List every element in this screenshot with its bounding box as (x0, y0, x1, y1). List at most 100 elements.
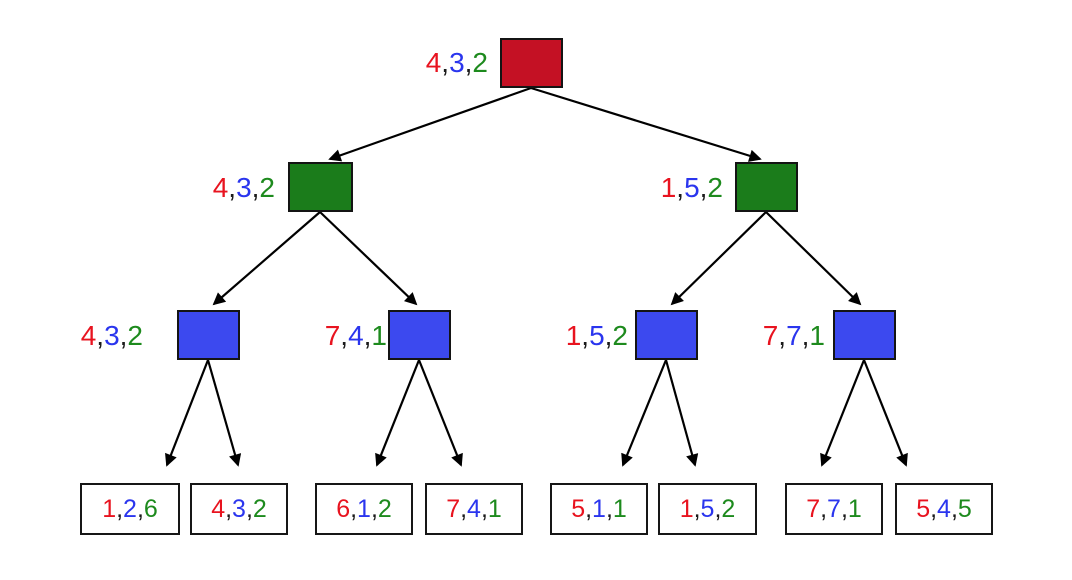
digit-green: 2 (472, 47, 488, 78)
leaf-node-8: 5,4,5 (895, 483, 993, 535)
digit-blue: 7 (786, 320, 802, 351)
leaf-node-2: 4,3,2 (190, 483, 288, 535)
comma: , (370, 494, 378, 523)
blue-node-2-label: 7,4,1 (325, 322, 387, 350)
leaf-node-6: 1,5,2 (658, 483, 757, 535)
digit-blue: 5 (700, 494, 715, 523)
comma: , (950, 494, 958, 523)
edge-root-to-right-green (530, 86, 762, 162)
comma: , (820, 494, 828, 523)
comma: , (363, 320, 372, 351)
digit-red: 1 (102, 494, 117, 523)
root-node-label: 4,3,2 (426, 49, 488, 77)
green-node-left-label: 4,3,2 (213, 174, 275, 202)
digit-green: 2 (721, 494, 736, 523)
comma: , (581, 320, 590, 351)
comma: , (605, 494, 613, 523)
leaf-node-1: 1,2,6 (80, 483, 180, 535)
digit-green: 2 (377, 494, 392, 523)
comma: , (699, 172, 708, 203)
leaf-node-3: 6,1,2 (315, 483, 413, 535)
edge-blue3-to-leaf6 (664, 359, 699, 467)
digit-green: 2 (707, 172, 723, 203)
digit-green: 5 (957, 494, 972, 523)
digit-blue: 3 (449, 47, 465, 78)
comma: , (693, 494, 701, 523)
edge-green2-to-blue4 (765, 211, 862, 306)
blue-node-1-label: 4,3,2 (81, 322, 143, 350)
digit-blue: 4 (467, 494, 481, 523)
comma: , (251, 172, 260, 203)
comma: , (116, 494, 124, 523)
blue-node-1-box (177, 310, 240, 360)
digit-red: 1 (660, 172, 677, 203)
blue-node-4-label: 7,7,1 (763, 322, 825, 350)
green-node-left-box (288, 162, 353, 212)
comma: , (350, 494, 358, 523)
digit-green: 1 (371, 320, 387, 351)
digit-blue: 3 (104, 320, 120, 351)
digit-green: 1 (612, 494, 627, 523)
comma: , (228, 172, 237, 203)
comma: , (778, 320, 787, 351)
comma: , (840, 494, 848, 523)
edge-blue1-to-leaf2 (206, 359, 242, 467)
edge-blue2-to-leaf3 (375, 359, 421, 467)
digit-blue: 5 (589, 320, 605, 351)
digit-green: 2 (127, 320, 143, 351)
edge-blue4-to-leaf8 (862, 359, 908, 467)
edge-root-to-left-green (328, 86, 532, 162)
digit-green: 1 (809, 320, 825, 351)
digit-red: 7 (806, 494, 821, 523)
digit-blue: 2 (123, 494, 137, 523)
digit-blue: 5 (684, 172, 700, 203)
digit-red: 7 (324, 320, 341, 351)
edge-blue3-to-leaf5 (621, 359, 668, 467)
digit-blue: 4 (348, 320, 364, 351)
digit-blue: 4 (937, 494, 951, 523)
comma: , (441, 47, 450, 78)
digit-blue: 1 (357, 494, 371, 523)
comma: , (464, 47, 473, 78)
comma: , (460, 494, 468, 523)
digit-red: 7 (762, 320, 779, 351)
comma: , (119, 320, 128, 351)
digit-blue: 3 (236, 172, 252, 203)
digit-blue: 7 (827, 494, 841, 523)
comma: , (340, 320, 349, 351)
digit-green: 2 (252, 494, 267, 523)
edge-blue2-to-leaf4 (417, 359, 463, 467)
digit-green: 1 (487, 494, 502, 523)
digit-blue: 3 (232, 494, 246, 523)
root-node-box (500, 38, 563, 88)
comma: , (225, 494, 233, 523)
blue-node-3-box (635, 310, 698, 360)
leaf-node-4: 7,4,1 (425, 483, 523, 535)
digit-red: 7 (446, 494, 461, 523)
green-node-right-box (735, 162, 798, 212)
leaf-node-5: 5,1,1 (550, 483, 648, 535)
digit-green: 2 (612, 320, 628, 351)
digit-red: 4 (425, 47, 442, 78)
edge-blue1-to-leaf1 (165, 359, 210, 467)
edge-green2-to-blue3 (670, 211, 767, 306)
blue-node-4-box (833, 310, 896, 360)
comma: , (801, 320, 810, 351)
edge-green1-to-blue1 (212, 211, 321, 306)
digit-red: 4 (212, 172, 229, 203)
digit-green: 1 (847, 494, 862, 523)
comma: , (480, 494, 488, 523)
green-node-right-label: 1,5,2 (661, 174, 723, 202)
comma: , (245, 494, 253, 523)
blue-node-2-box (388, 310, 451, 360)
edge-green1-to-blue2 (319, 211, 418, 306)
digit-red: 5 (571, 494, 586, 523)
comma: , (585, 494, 593, 523)
blue-node-3-label: 1,5,2 (566, 322, 628, 350)
digit-blue: 1 (592, 494, 606, 523)
digit-red: 4 (211, 494, 226, 523)
comma: , (714, 494, 722, 523)
comma: , (604, 320, 613, 351)
digit-red: 1 (565, 320, 582, 351)
digit-green: 6 (143, 494, 158, 523)
